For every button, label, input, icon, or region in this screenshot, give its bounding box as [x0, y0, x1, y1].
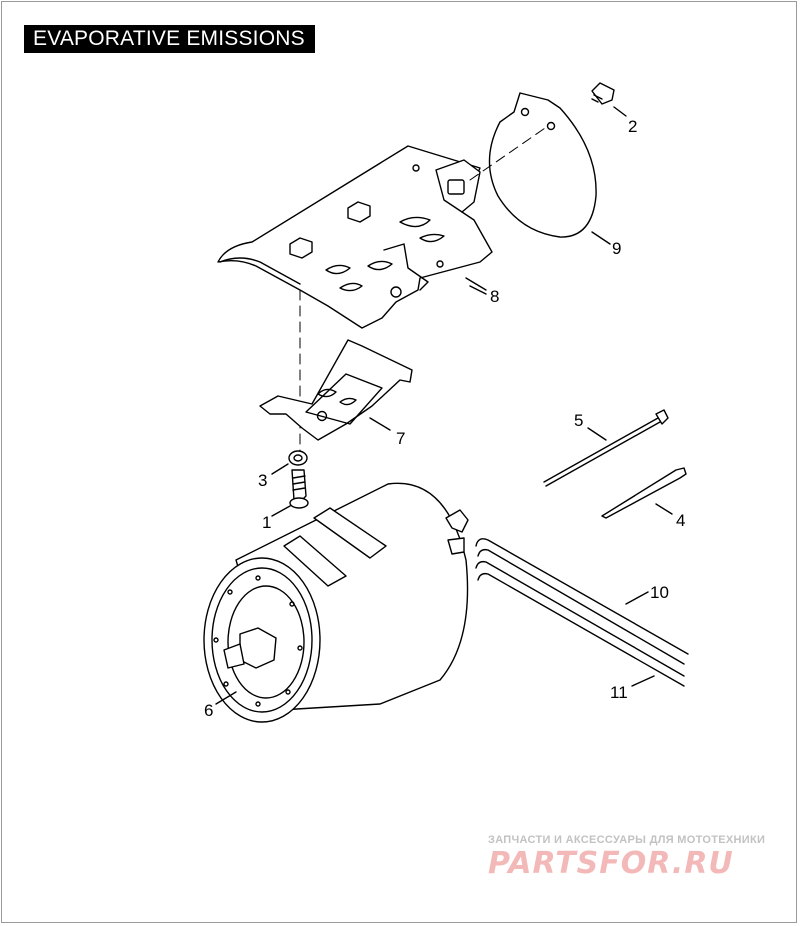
watermark-caption: ЗАПЧАСТИ И АКСЕССУАРЫ ДЛЯ МОТОТЕХНИКИ — [488, 834, 766, 846]
callout-6: 6 — [204, 701, 214, 720]
callout-9: 9 — [612, 239, 622, 258]
page-title: EVAPORATIVE EMISSIONS — [24, 25, 315, 53]
part-5-strap — [543, 409, 669, 487]
part-10-11-hoses — [475, 538, 689, 687]
callout-11: 11 — [610, 683, 628, 702]
part-8-bracket — [217, 145, 493, 329]
part-6-canister — [203, 482, 469, 723]
part-4-cable-tie — [601, 467, 687, 519]
part-2-screw — [591, 82, 627, 117]
part-7-bracket — [259, 339, 413, 441]
part-3-washer — [271, 450, 308, 475]
callout-5: 5 — [574, 411, 584, 430]
callout-2: 2 — [628, 117, 638, 136]
part-9-gasket — [488, 92, 597, 238]
callout-4: 4 — [676, 511, 686, 530]
part-1-bolt — [271, 469, 309, 517]
callout-1: 1 — [262, 513, 272, 532]
callout-3: 3 — [258, 471, 268, 490]
callout-10: 10 — [650, 583, 669, 602]
callout-7: 7 — [396, 429, 406, 448]
callout-8: 8 — [490, 287, 500, 306]
leader-lines — [465, 231, 611, 291]
watermark-logo: PARTSFOR.RU — [488, 846, 734, 881]
